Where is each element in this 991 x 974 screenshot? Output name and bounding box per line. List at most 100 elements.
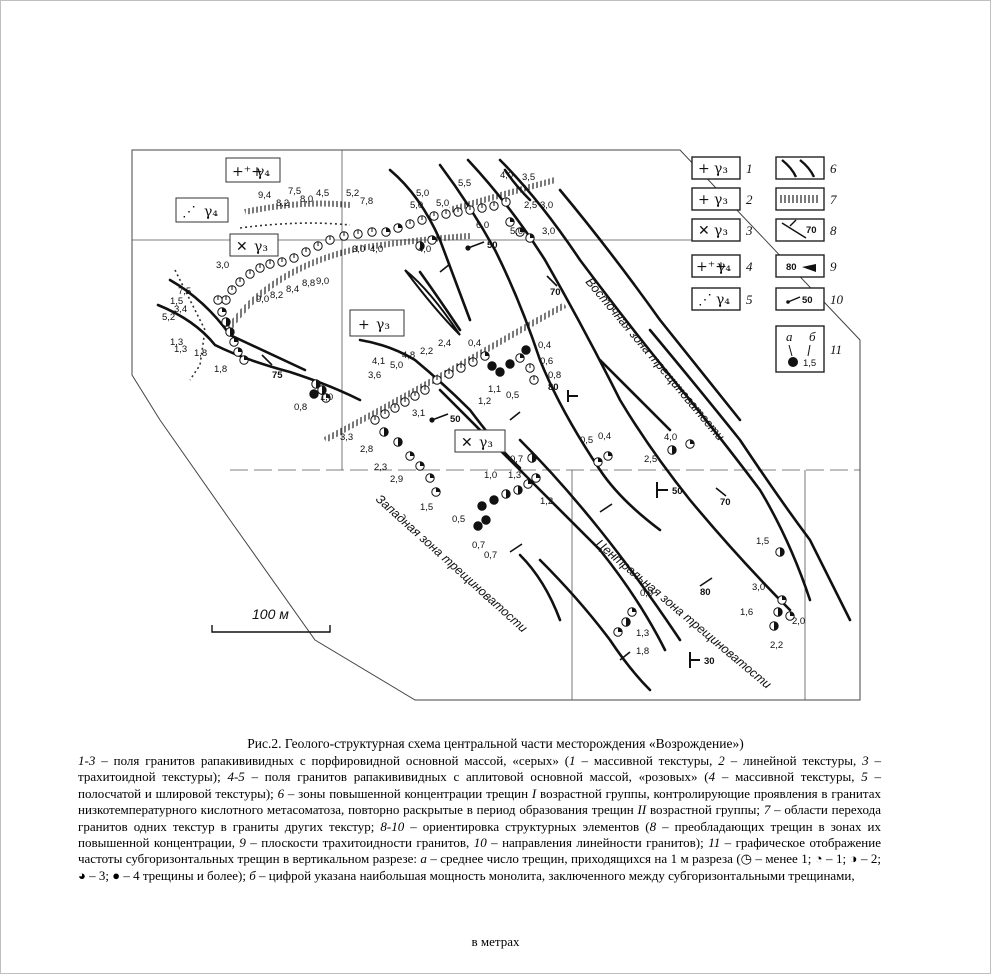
monolith-value: 4,5 [316,188,329,199]
caption-text: – цифрой указана наибольшая мощность мон… [255,867,855,883]
monolith-value: 9,0 [256,294,269,305]
monolith-value: 2,3 [374,462,387,473]
monolith-value: 2,5 [524,200,537,211]
frequency-circle [393,437,403,447]
legend-num: 9 [830,259,837,274]
caption-term: 8-10 [380,818,405,834]
frequency-circle [245,269,255,279]
frequency-circle [773,607,783,617]
monolith-value: 7,5 [288,186,301,197]
frequency-circles [213,197,795,637]
legend-value: 50 [802,295,813,306]
caption-text: – среднее число трещин, приходящихся на … [78,851,881,883]
frequency-circle [453,207,463,217]
caption-text: – преобладающих трещин в зонах их повыше… [78,818,881,851]
lineation-value: 50 [487,240,498,251]
strike-ticks [261,263,727,661]
orient-value: 70 [720,497,731,508]
monolith-value: 2,0 [792,616,805,627]
legend-num: 11 [830,342,842,357]
caption-text: – направления линейности гранитов); [486,835,709,851]
lineation-arrows: 50 50 [429,240,498,425]
legend-value: 1,5 [803,358,816,369]
figure-caption-end: в метрах [471,934,520,949]
legend-item-11: а б 1,5 11 [775,325,842,373]
rock-field-label: γ₃ [254,239,268,255]
caption-text: – зоны повышенной концентрации трещин [284,785,532,801]
monolith-value: 1,8 [214,364,227,375]
monolith-value: 5,2 [162,312,175,323]
lineation-value: 50 [450,414,461,425]
frequency-circle [400,397,410,407]
caption-text: возрастной группы; [646,802,764,818]
legend-item-2: + γ₃ 2 [691,187,753,211]
monolith-value: 1,1 [488,384,501,395]
caption-text: – массивной текстуры, [715,769,862,785]
caption-text: – поля гранитов рапакививидных с порфиро… [95,753,570,768]
rock-field-label: γ₄ [256,164,270,180]
caption-term: 9 [239,835,246,851]
frequency-circle [325,235,335,245]
frequency-circle [380,409,390,419]
frequency-circle [432,375,442,385]
monolith-value: 7,8 [360,196,373,207]
caption-term: 3 [862,753,869,768]
frequency-circle [393,223,403,233]
frequency-circle [420,385,430,395]
rock-field-sign: ⋰ [182,204,196,220]
frequency-circle [417,215,427,225]
frequency-circle [227,285,237,295]
caption-text: – поля гранитов рапакививидных с аплитов… [244,769,709,785]
legend-label: γ₄ [717,259,731,275]
monolith-value: 4,0 [418,244,431,255]
legend-sign: ⋰ [698,292,712,308]
frequency-circle [531,473,541,483]
monolith-value: 5,0 [416,188,429,199]
legend-value: 70 [806,225,817,236]
legend-item-7: 7 [775,187,837,211]
monolith-value: 2,4 [438,338,451,349]
caption-term: 1 [569,753,576,768]
frequency-circle [289,253,299,263]
caption-term: 1-3 [78,753,96,768]
legend-label: γ₃ [714,161,728,177]
monolith-value: 4,8 [402,350,415,361]
caption-term: 4-5 [227,769,245,785]
legend-label: γ₃ [714,192,728,208]
frequency-circle [431,487,441,497]
monolith-value: 4,0 [370,244,383,255]
orient-value: 50 [672,486,683,497]
frequency-circle [468,357,478,367]
monolith-value: 9,0 [316,276,329,287]
rock-field-sign: ✕ [236,239,248,255]
frequency-circle [217,307,227,317]
caption-term: 11 [708,835,721,851]
frequency-circle [405,451,415,461]
caption-text: – полосчатой и шлировой текстуры); [78,769,881,801]
monolith-value: 3,3 [340,432,353,443]
orient-value: 70 [550,287,561,298]
monolith-value: 3,0 [542,226,555,237]
monolith-value: 3,6 [368,370,381,381]
frequency-circle [390,403,400,413]
frequency-circle [225,327,235,337]
frequency-circle [501,489,511,499]
fracture-zone-lines [156,158,852,692]
frequency-circle [481,515,491,525]
frequency-circle [367,227,377,237]
monolith-value: 1,5 [420,502,433,513]
monolith-value: 5,5 [458,178,471,189]
frequency-circle [321,393,331,403]
frequency-circle [480,351,490,361]
caption-text: – ориентировка структурных элементов ( [404,818,650,834]
monolith-value: 0,8 [548,370,561,381]
frequency-circle [501,197,511,207]
rock-field-g4-banded: ⋰ γ₄ [175,197,229,223]
caption-term: б [249,867,256,883]
legend-num: 10 [830,292,844,307]
frequency-circle [505,217,515,227]
monolith-value: 4,0 [500,170,513,181]
monolith-value: 5,0 [436,198,449,209]
legend-item-6: 6 [775,156,837,180]
